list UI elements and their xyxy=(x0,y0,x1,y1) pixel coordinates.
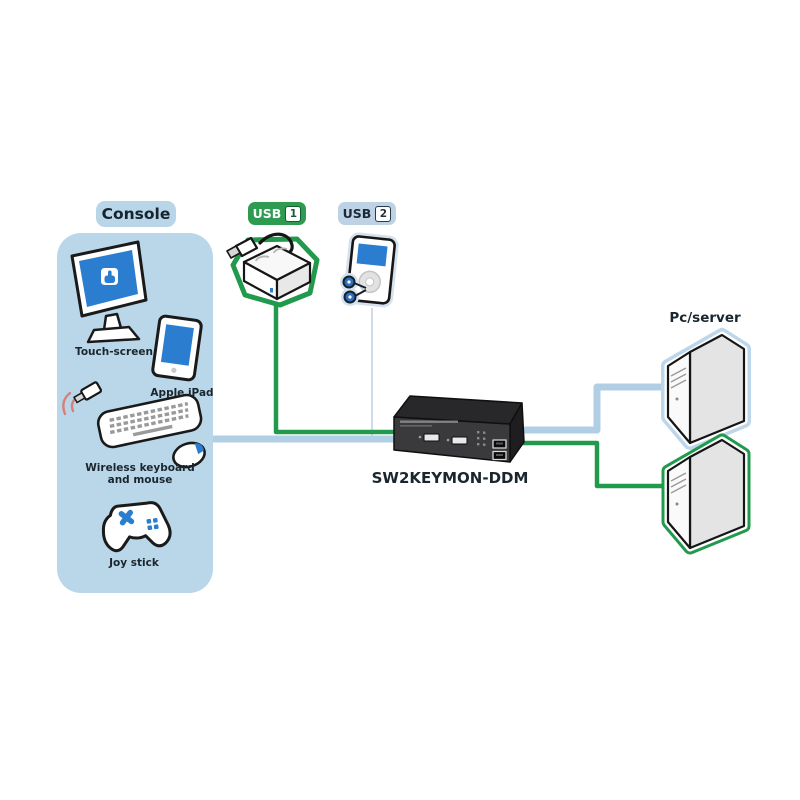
usb-1-label: USB xyxy=(252,206,282,221)
kvm-select-button-1 xyxy=(423,433,440,442)
kvm-usb-ports xyxy=(492,439,507,461)
server-tower-2 xyxy=(661,433,751,555)
apple-ipad-label: Apple iPad xyxy=(150,387,214,399)
media-player-icon xyxy=(340,232,399,308)
connection-lines xyxy=(213,300,668,489)
kvm-select-button-2 xyxy=(451,436,468,445)
usb-storage-drive-icon xyxy=(226,232,320,308)
kvm-to-server1-line xyxy=(462,383,668,434)
usb-2-label: USB xyxy=(342,206,372,221)
earbuds-icon xyxy=(340,273,367,306)
wireless-keyboard-mouse-label: Wireless keyboard and mouse xyxy=(85,462,195,487)
console-title-badge: Console xyxy=(96,201,176,227)
usb-1-number: 1 xyxy=(285,205,302,222)
usb-2-number: 2 xyxy=(375,205,392,222)
server-tower-1 xyxy=(661,328,751,450)
console-panel xyxy=(57,233,213,593)
usb-2-badge: USB 2 xyxy=(338,202,396,225)
joy-stick-label: Joy stick xyxy=(109,557,159,569)
touch-screen-label: Touch-screen xyxy=(75,346,153,358)
kvm-model-label: SW2KEYMON-DDM xyxy=(371,469,529,487)
kvm-switch-device xyxy=(393,395,525,463)
usb1-to-kvm-line xyxy=(273,300,462,435)
usb-1-badge: USB 1 xyxy=(248,202,306,225)
kvm-led-indicators xyxy=(477,431,486,446)
pc-server-label: Pc/server xyxy=(669,310,741,326)
